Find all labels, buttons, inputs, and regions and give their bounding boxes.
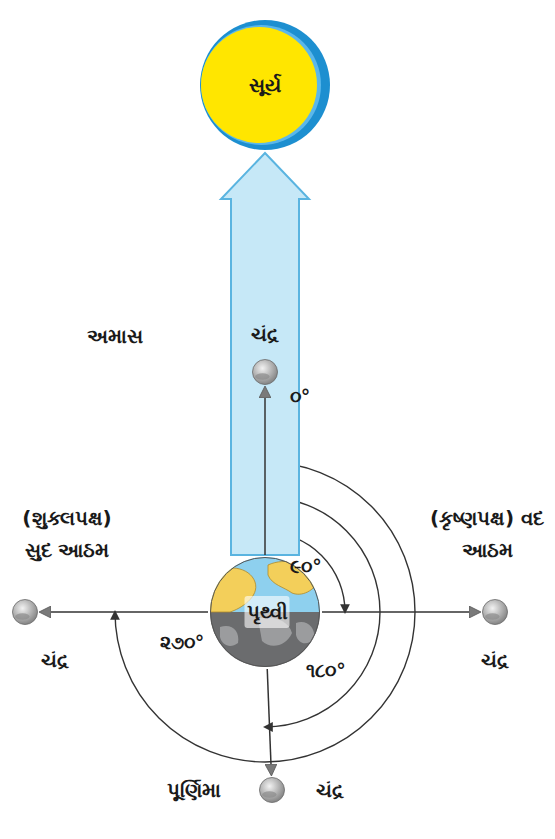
body-label: ચંદ્ર bbox=[39, 644, 71, 676]
phase-label: (શુક્લપક્ષ) સુદ આઠમ bbox=[4, 502, 130, 566]
angle-label: ૨૭૦° bbox=[160, 631, 205, 654]
body-name: સૂર્ય bbox=[208, 69, 322, 101]
body-label: ચંદ્ર bbox=[479, 644, 511, 676]
moon-shape bbox=[252, 359, 278, 385]
body-label: અમાસ bbox=[85, 320, 145, 352]
body-name: પૃથ્વી bbox=[245, 596, 290, 628]
direction-arrow bbox=[41, 611, 208, 613]
moon-new: ચંદ્રઅમાસ bbox=[252, 359, 278, 385]
sun-circle: સૂર્ય bbox=[200, 20, 330, 150]
body-label: પૂર્ણિમા bbox=[165, 774, 223, 806]
angle-label: ૦° bbox=[290, 385, 311, 408]
direction-arrow bbox=[267, 669, 271, 774]
sunlight-arrow bbox=[221, 153, 309, 555]
phase-label: (કૃષ્ણપક્ષ) વદ આઠમ bbox=[424, 502, 550, 566]
moon-shape bbox=[482, 599, 508, 625]
body-label: ચંદ્ર bbox=[314, 774, 346, 806]
moon-last-quarter: (કૃષ્ણપક્ષ) વદ આઠમચંદ્ર bbox=[482, 599, 508, 625]
moon-first-quarter: (શુક્લપક્ષ) સુદ આઠમચંદ્ર bbox=[12, 599, 38, 625]
moon-full: પૂર્ણિમાચંદ્ર bbox=[259, 777, 285, 803]
direction-arrow bbox=[322, 611, 479, 613]
angle-label: ૧૮૦° bbox=[306, 659, 346, 682]
angle-label: ૯૦° bbox=[290, 555, 322, 578]
body-label: ચંદ્ર bbox=[249, 318, 281, 350]
moon-shape bbox=[259, 777, 285, 803]
moon-shape bbox=[12, 599, 38, 625]
direction-arrow bbox=[264, 388, 266, 555]
